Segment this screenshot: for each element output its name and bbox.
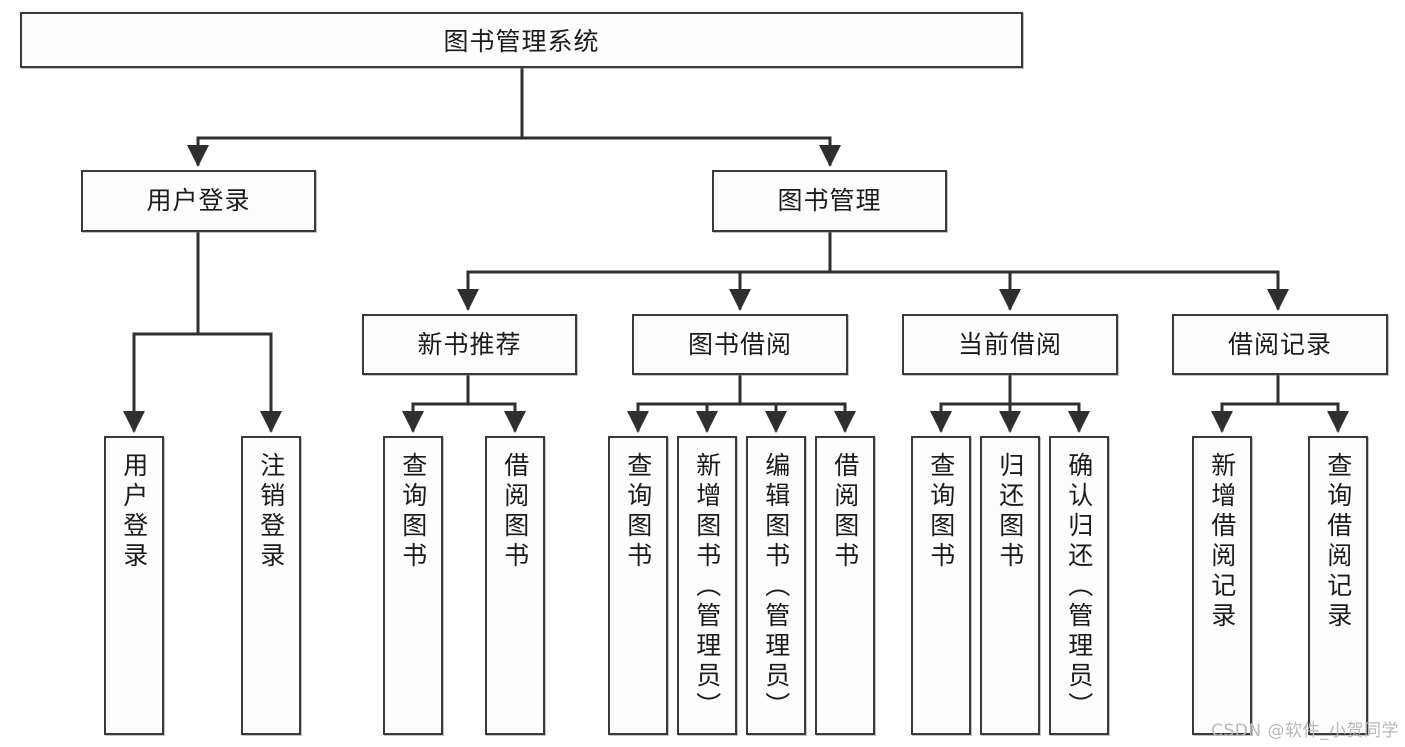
leaf-label: 查询借阅记录	[1323, 452, 1353, 632]
leaf-current-confirm-return[interactable]: 确认归还（管理员）	[1049, 436, 1109, 735]
leaf-current-query[interactable]: 查询图书	[911, 436, 971, 735]
node-book-management-label: 图书管理	[777, 186, 882, 216]
watermark: CSDN @软件_小贺同学	[1211, 721, 1399, 741]
leaf-user-login-login[interactable]: 用户登录	[104, 436, 164, 735]
leaf-borrow-borrow-book[interactable]: 借阅图书	[815, 436, 875, 735]
node-root[interactable]: 图书管理系统	[20, 12, 1023, 68]
leaf-new-book-query[interactable]: 查询图书	[383, 436, 443, 735]
node-book-borrow-label: 图书借阅	[687, 329, 792, 359]
node-current-borrow[interactable]: 当前借阅	[902, 314, 1118, 375]
node-user-login-label: 用户登录	[146, 186, 251, 216]
leaf-new-book-borrow[interactable]: 借阅图书	[485, 436, 545, 735]
leaf-borrow-query[interactable]: 查询图书	[608, 436, 668, 735]
leaf-records-query[interactable]: 查询借阅记录	[1308, 436, 1368, 735]
node-borrow-records-label: 借阅记录	[1227, 329, 1332, 359]
leaf-label: 新增借阅记录	[1207, 452, 1237, 632]
leaf-label: 查询图书	[398, 452, 428, 572]
node-borrow-records[interactable]: 借阅记录	[1172, 314, 1388, 375]
node-book-borrow[interactable]: 图书借阅	[632, 314, 848, 375]
leaf-label: 归还图书	[995, 452, 1025, 572]
leaf-label: 借阅图书	[830, 452, 860, 572]
leaf-label: 注销登录	[256, 452, 286, 572]
leaf-label: 查询图书	[926, 452, 956, 572]
node-new-book-recommend[interactable]: 新书推荐	[362, 314, 577, 375]
leaf-records-add[interactable]: 新增借阅记录	[1192, 436, 1252, 735]
leaf-label: 借阅图书	[500, 452, 530, 572]
node-new-book-recommend-label: 新书推荐	[417, 329, 522, 359]
leaf-label: 编辑图书（管理员）	[761, 452, 791, 722]
leaf-label: 用户登录	[119, 452, 149, 572]
leaf-label: 确认归还（管理员）	[1064, 452, 1094, 722]
leaf-label: 查询图书	[623, 452, 653, 572]
leaf-borrow-add-book[interactable]: 新增图书（管理员）	[677, 436, 737, 735]
node-root-label: 图书管理系统	[443, 27, 600, 56]
node-book-management[interactable]: 图书管理	[712, 170, 947, 232]
node-current-borrow-label: 当前借阅	[957, 329, 1062, 359]
leaf-user-login-logout[interactable]: 注销登录	[241, 436, 301, 735]
leaf-label: 新增图书（管理员）	[692, 452, 722, 722]
leaf-borrow-edit-book[interactable]: 编辑图书（管理员）	[746, 436, 806, 735]
node-user-login[interactable]: 用户登录	[81, 170, 316, 232]
leaf-current-return[interactable]: 归还图书	[980, 436, 1040, 735]
